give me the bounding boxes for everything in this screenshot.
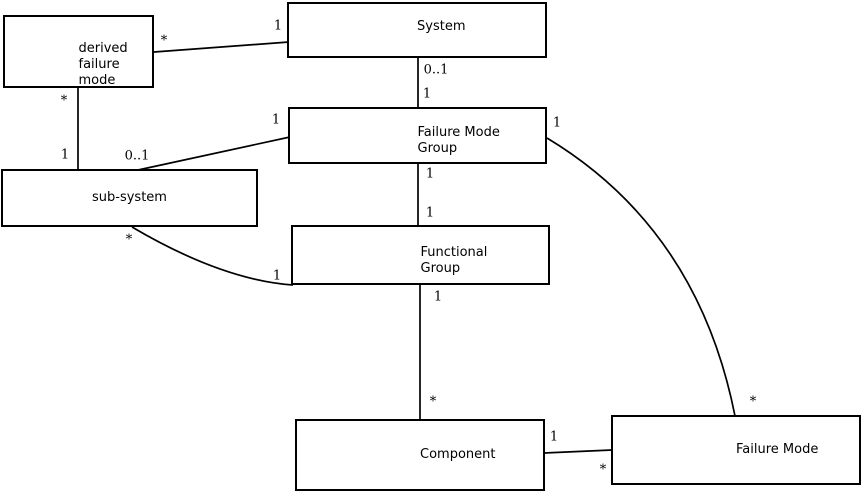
- entity-sub-system: sub-system: [1, 169, 258, 227]
- entity-label-line: derived: [78, 41, 128, 56]
- multiplicity-sub-system-zero-or-one: 0..1: [124, 148, 150, 164]
- entity-component: Component: [295, 419, 545, 491]
- entity-derived-failure-mode: derived failure mode: [3, 15, 154, 88]
- connector-sub-system-to-failure-mode-group: [137, 136, 291, 171]
- connector-component-to-failure-mode: [543, 449, 613, 454]
- multiplicity-component-top-star: *: [429, 394, 437, 410]
- connector-derived-failure-mode-to-system: [153, 41, 290, 53]
- entity-functional-group: Functional Group: [291, 225, 550, 285]
- multiplicity-failure-mode-top-star: *: [749, 394, 757, 410]
- multiplicity-functional-group-bottom-one: 1: [433, 289, 443, 305]
- entity-label-line: Group: [420, 261, 461, 276]
- multiplicity-failure-mode-group-right-one: 1: [552, 115, 562, 131]
- connector-sub-system-to-functional-group: [131, 226, 294, 286]
- multiplicity-failure-mode-left-star: *: [599, 462, 607, 478]
- multiplicity-derived-failure-mode-subsystem-star: *: [60, 93, 68, 109]
- multiplicity-derived-failure-mode-system-star: *: [160, 33, 168, 49]
- entity-label-line: failure: [78, 57, 120, 72]
- entity-label-line: sub-system: [92, 190, 167, 205]
- multiplicity-system-zero-or-one: 0..1: [423, 62, 449, 78]
- multiplicity-failure-mode-group-top-one: 1: [422, 86, 432, 102]
- multiplicity-functional-group-top-one: 1: [425, 205, 435, 221]
- multiplicity-failure-mode-group-left-one: 1: [271, 112, 281, 128]
- connector-failure-mode-group-to-failure-mode: [546, 137, 736, 417]
- entity-label-line: System: [417, 19, 466, 34]
- entity-label-line: Functional: [420, 245, 488, 260]
- multiplicity-failure-mode-group-bottom-one: 1: [425, 166, 435, 182]
- entity-label-line: Group: [417, 141, 458, 156]
- multiplicity-sub-system-bottom-star: *: [125, 232, 133, 248]
- multiplicity-system-one: 1: [273, 18, 283, 34]
- entity-failure-mode-group: Failure Mode Group: [288, 107, 547, 164]
- entity-label-line: mode: [78, 73, 116, 88]
- entity-label-line: Component: [420, 447, 496, 462]
- entity-label-line: Failure Mode: [736, 442, 819, 457]
- multiplicity-sub-system-one: 1: [60, 147, 70, 163]
- entity-system: System: [287, 2, 547, 58]
- entity-label-line: Failure Mode: [417, 125, 500, 140]
- multiplicity-component-right-one: 1: [549, 429, 559, 445]
- entity-failure-mode: Failure Mode: [611, 415, 861, 485]
- multiplicity-functional-group-left-one: 1: [272, 268, 282, 284]
